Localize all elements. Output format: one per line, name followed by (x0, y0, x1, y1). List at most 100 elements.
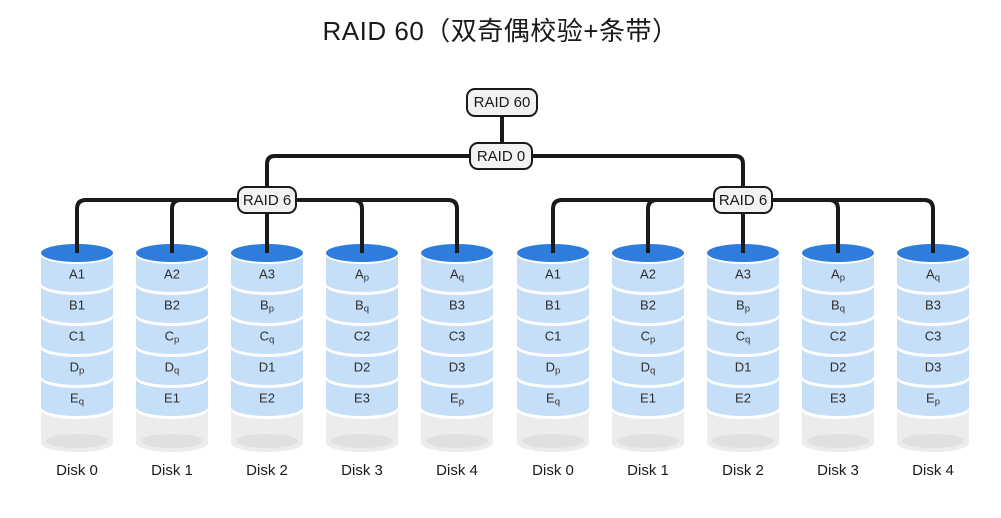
disk-block (897, 255, 969, 292)
disk-top-ellipse (707, 244, 779, 262)
disk-block-label: A2 (640, 267, 656, 282)
disk-block (421, 317, 493, 354)
disk-block (612, 379, 684, 416)
disk-block (707, 286, 779, 323)
disk-block-label: E3 (830, 391, 846, 406)
disk-block (231, 286, 303, 323)
disk-block (707, 255, 779, 292)
disk-bottom-rim (236, 434, 298, 448)
disk-label: Disk 0 (56, 462, 98, 479)
disk-label: Disk 1 (151, 462, 193, 479)
disk-block (326, 348, 398, 385)
disk-block-label: E1 (640, 391, 656, 406)
disk-block-label: B1 (69, 298, 85, 313)
disk-block-label: A1 (545, 267, 561, 282)
disk-block (517, 286, 589, 323)
disk-block (517, 255, 589, 292)
disk-label: Disk 2 (722, 462, 764, 479)
raid6-node-right-label: RAID 6 (718, 191, 768, 209)
disk-block-label: C1 (545, 329, 562, 344)
disk-block (136, 255, 208, 292)
disk-bottom-rim (617, 434, 679, 448)
disk-bottom-rim (46, 434, 108, 448)
disk-block (897, 348, 969, 385)
disk-label: Disk 4 (436, 462, 478, 479)
disk-block-label: E3 (354, 391, 370, 406)
disk-block (897, 286, 969, 323)
disk-bottom-rim (141, 434, 203, 448)
raid6-node-right: RAID 6 (713, 186, 773, 214)
disk-block (802, 348, 874, 385)
disk-block-label: B2 (640, 298, 656, 313)
disk-block-label: A2 (164, 267, 180, 282)
disk-block (897, 379, 969, 416)
disk-block (612, 348, 684, 385)
disk-block (231, 348, 303, 385)
disk-bottom-rim (902, 434, 964, 448)
disk-block (802, 317, 874, 354)
disk-block-label: B3 (925, 298, 941, 313)
disk-block (231, 255, 303, 292)
disk-block (231, 379, 303, 416)
raid0-node: RAID 0 (469, 142, 533, 170)
disk-label: Disk 3 (341, 462, 383, 479)
disk-block-label: E2 (735, 391, 751, 406)
disk-block-label: B3 (449, 298, 465, 313)
disk-top-ellipse (136, 244, 208, 262)
disk-block (612, 255, 684, 292)
disk-block (421, 379, 493, 416)
disk-block-label: C2 (830, 329, 847, 344)
disk-block-label: B2 (164, 298, 180, 313)
disk-bottom-rim (712, 434, 774, 448)
disk-block (326, 255, 398, 292)
disk-block-label: C1 (69, 329, 86, 344)
disk-label: Disk 0 (532, 462, 574, 479)
disk-block-label: A3 (259, 267, 275, 282)
disk-block (802, 286, 874, 323)
disk-block (517, 379, 589, 416)
disk-block-label: D2 (830, 360, 847, 375)
disk-label: Disk 2 (246, 462, 288, 479)
disk-block-label: C3 (925, 329, 942, 344)
disk-top-ellipse (517, 244, 589, 262)
disk-block-label: B1 (545, 298, 561, 313)
disk-bottom-rim (522, 434, 584, 448)
disk-block (136, 348, 208, 385)
disk-block (802, 379, 874, 416)
disk-block-label: D1 (735, 360, 752, 375)
disk-block (707, 317, 779, 354)
disk-bottom-rim (807, 434, 869, 448)
disk-bottom-rim (331, 434, 393, 448)
disk-block (136, 379, 208, 416)
disk-block (421, 348, 493, 385)
disk-top-ellipse (612, 244, 684, 262)
disk-block (517, 317, 589, 354)
disk-label: Disk 3 (817, 462, 859, 479)
disk-top-ellipse (326, 244, 398, 262)
disk-block-label: A3 (735, 267, 751, 282)
disk-top-ellipse (421, 244, 493, 262)
disk-block-label: D1 (259, 360, 276, 375)
disk-block (41, 286, 113, 323)
disk-block-label: A1 (69, 267, 85, 282)
disk-block-label: D3 (449, 360, 466, 375)
